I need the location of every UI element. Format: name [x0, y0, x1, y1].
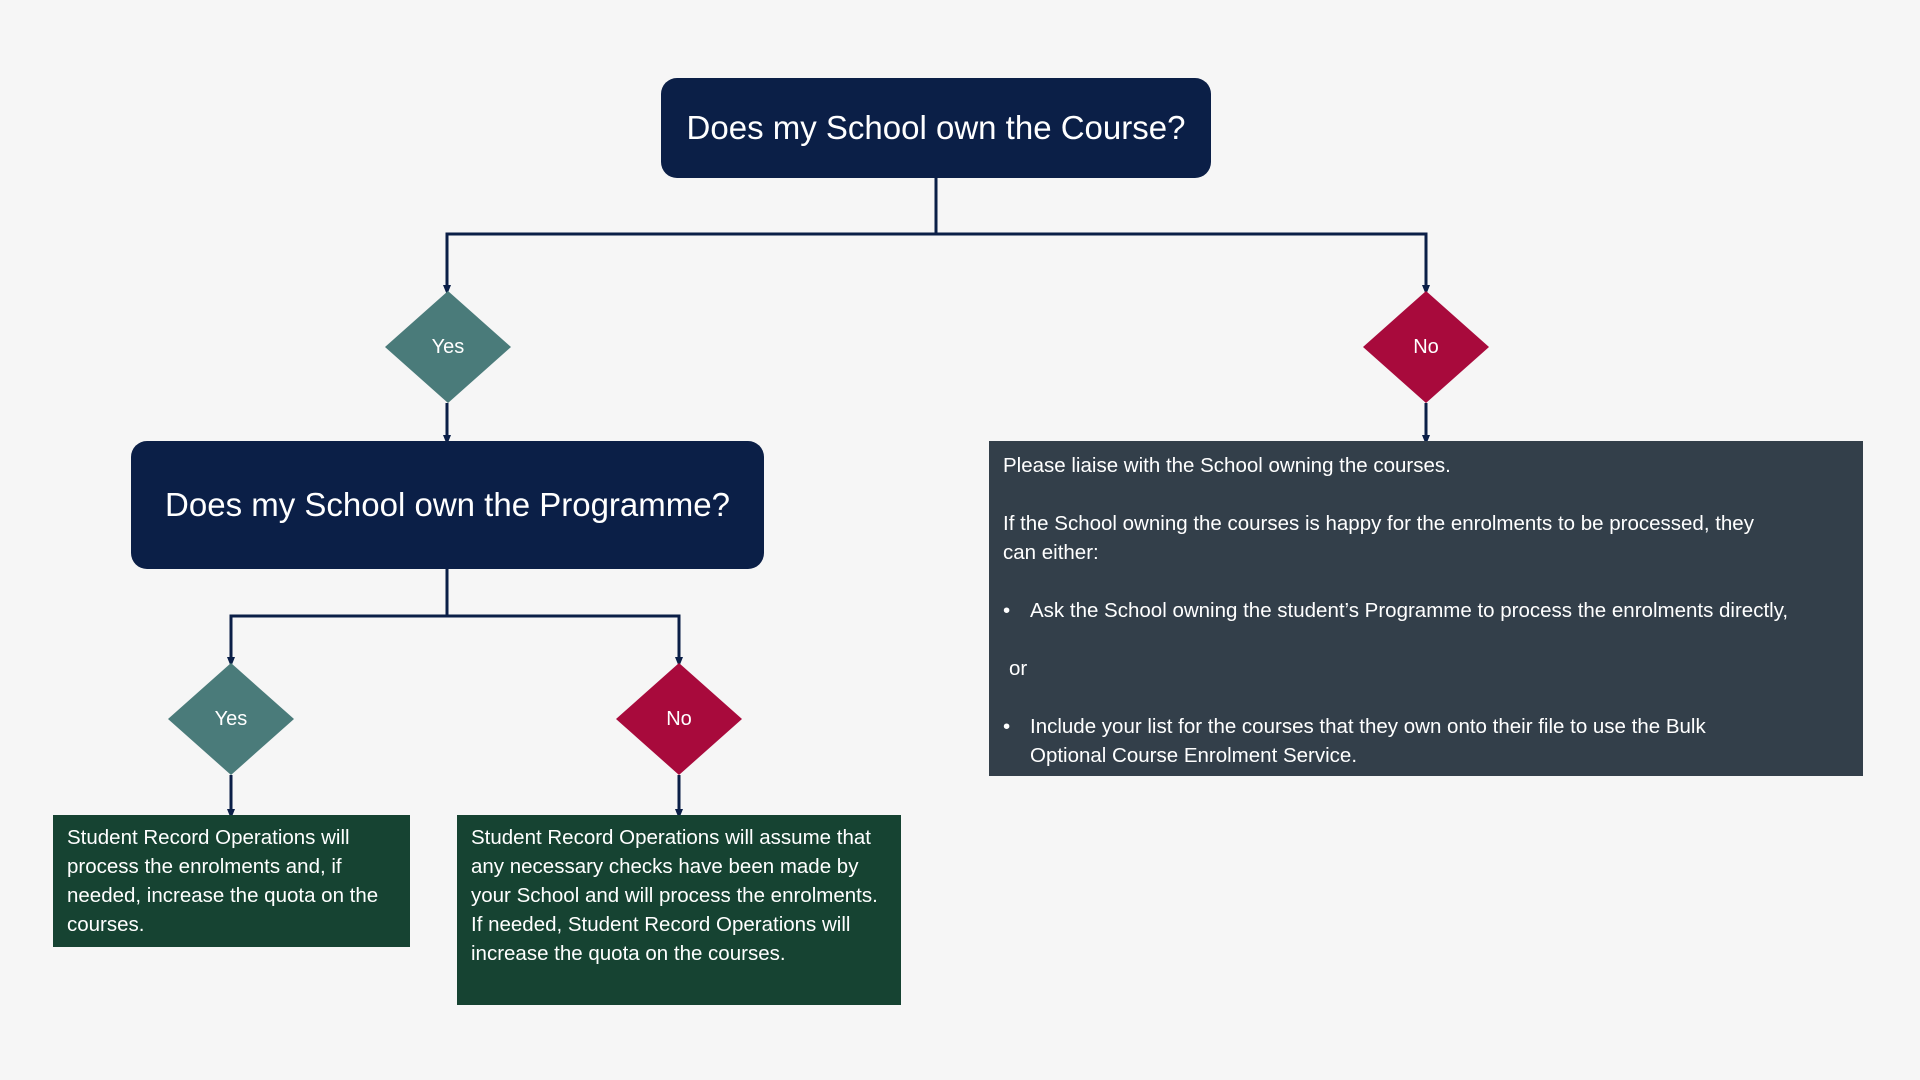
- outcome-programme-no-line2: If needed, Student Record Operations wil…: [471, 913, 851, 965]
- outcome-course-no-or: or: [1009, 657, 1028, 680]
- outcome-programme-yes-text: Student Record Operations will process t…: [67, 826, 379, 936]
- decision-course-yes: Yes: [385, 291, 511, 403]
- outcome-course-no-option1-text: Ask the School owning the student’s Prog…: [1030, 599, 1789, 622]
- outcome-course-no-option1: • Ask the School owning the student’s Pr…: [1003, 596, 1849, 625]
- diamond-shape: [1363, 291, 1489, 403]
- outcome-programme-no-line1: Student Record Operations will assume th…: [471, 826, 878, 907]
- diamond-shape: [385, 291, 511, 403]
- decision-programme-yes-label: Yes: [214, 707, 248, 730]
- question-programme-text: Does my School own the Programme?: [165, 486, 730, 523]
- decision-course-no-label: No: [1413, 335, 1439, 358]
- decision-programme-no-label: No: [666, 707, 692, 730]
- outcome-course-no-intro: Please liaise with the School owning the…: [1003, 454, 1451, 477]
- question-course-text: Does my School own the Course?: [686, 109, 1186, 146]
- outcome-course-no-option2-text: Include your list for the courses that t…: [1030, 715, 1706, 767]
- diamond-shape: [168, 663, 294, 775]
- question-course-ownership: Does my School own the Course?: [661, 78, 1211, 178]
- connector-programme-split: [227, 569, 449, 667]
- connector-programme-to-no: [447, 614, 683, 667]
- question-programme-ownership: Does my School own the Programme?: [131, 441, 764, 569]
- bullet-icon: •: [1003, 599, 1011, 622]
- outcome-programme-no: Student Record Operations will assume th…: [457, 815, 901, 1005]
- outcome-programme-yes: Student Record Operations will process t…: [53, 815, 410, 947]
- connector-course-split: [443, 178, 938, 295]
- bullet-icon: •: [1003, 715, 1011, 738]
- decision-programme-no: No: [616, 663, 742, 775]
- decision-course-yes-label: Yes: [431, 335, 465, 358]
- decision-programme-yes: Yes: [168, 663, 294, 775]
- outcome-course-no-condition: If the School owning the courses is happ…: [1003, 512, 1754, 564]
- outcome-course-no-option2: • Include your list for the courses that…: [1003, 712, 1849, 770]
- outcome-course-no: Please liaise with the School owning the…: [989, 441, 1863, 776]
- connector-course-to-no: [936, 232, 1430, 295]
- diamond-shape: [616, 663, 742, 775]
- decision-course-no: No: [1363, 291, 1489, 403]
